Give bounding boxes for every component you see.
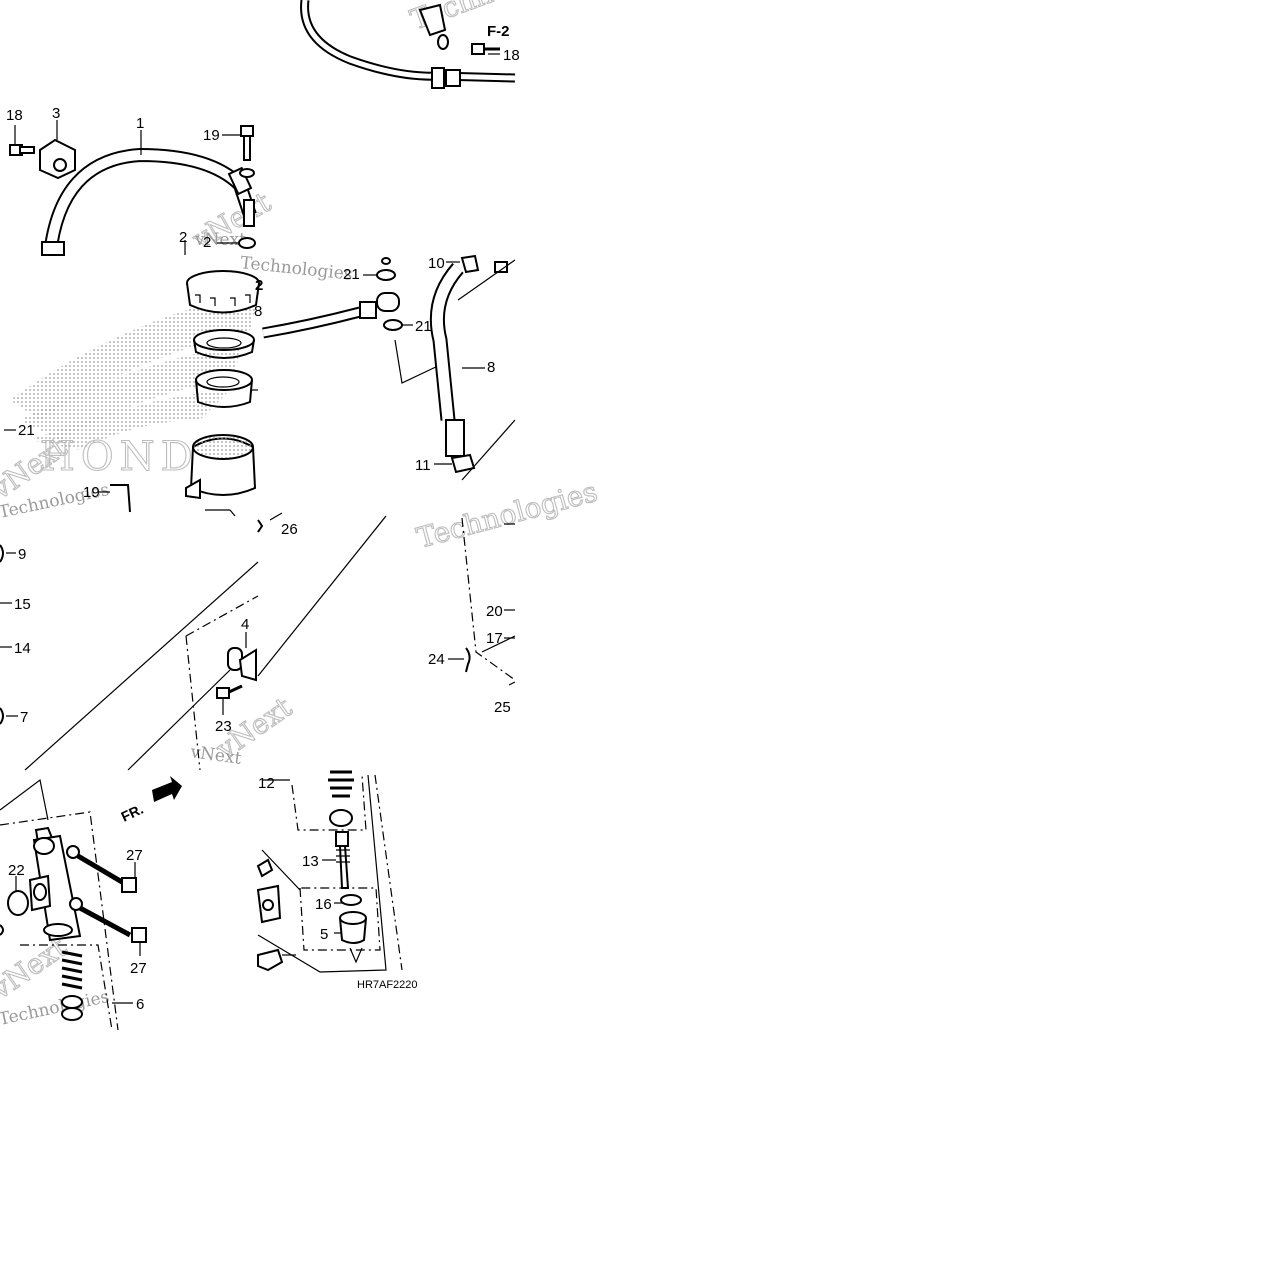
return-spring (61, 950, 83, 990)
reservoir-assembly: 2 8 21 21 10 8 11 (4, 254, 516, 517)
callout-19-left: 19 (83, 484, 100, 501)
callout-19-top: 19 (203, 127, 220, 144)
callout-16: 16 (315, 896, 332, 913)
callout-11: 11 (415, 457, 431, 474)
callout-25: 25 (494, 699, 511, 716)
callout-3: 3 (52, 105, 60, 122)
master-cylinder-assembly: 22 27 27 6 FR. (0, 776, 182, 1031)
callout-27-upper: 27 (126, 847, 143, 864)
callout-13: 13 (302, 853, 319, 870)
callout-2-top: 2 (179, 229, 187, 246)
watermark-technologies-2: Technologies (413, 475, 601, 555)
callout-7: 7 (20, 709, 28, 726)
front-arrow: FR. (119, 776, 182, 825)
callout-24: 24 (428, 651, 445, 668)
callout-27-lower: 27 (130, 960, 147, 977)
watermark-vnext-2: vNext (194, 230, 246, 250)
callout-4: 4 (241, 616, 249, 633)
callout-17: 17 (486, 630, 503, 647)
push-rod-assembly: 12 13 16 5 HR7AF2220 (256, 770, 418, 991)
bolt-19-top: 19 2 2 (179, 125, 256, 255)
callout-8-hose: 8 (487, 359, 495, 376)
vnext-watermarks: Technologies Technologies vNext vNext Te… (0, 0, 601, 1030)
front-arrow-label: FR. (119, 801, 146, 825)
callout-21-lower: 21 (415, 318, 432, 335)
callout-22: 22 (8, 862, 25, 879)
callout-20: 20 (486, 603, 503, 620)
left-seal-parts: 9 15 14 7 (0, 544, 31, 726)
callout-6: 6 (136, 996, 144, 1013)
callout-23: 23 (215, 718, 232, 735)
callout-8-plate: 8 (254, 303, 262, 320)
callout-9: 9 (18, 546, 26, 563)
callout-1: 1 (136, 115, 144, 132)
callout-2-cap: 2 (255, 277, 263, 294)
callout-2-washer: 2 (203, 234, 211, 251)
callout-5: 5 (320, 926, 328, 943)
bracket-3: 3 18 (6, 105, 76, 180)
callout-15: 15 (14, 596, 31, 613)
callout-18: 18 (6, 107, 23, 124)
drawing-code: HR7AF2220 (357, 979, 418, 991)
callout-10: 10 (428, 255, 445, 272)
upper-hose-assembly: F-2 18 (300, 0, 520, 89)
elbow-joint-assembly: 4 23 26 (24, 512, 387, 771)
section-ref-label: F-2 (487, 23, 510, 40)
callout-21-upper: 21 (343, 266, 360, 283)
callout-12: 12 (258, 775, 275, 792)
callout-14: 14 (14, 640, 31, 657)
brake-hose-1: 1 (41, 115, 257, 256)
dust-boot (328, 770, 354, 798)
callout-21-left: 21 (18, 422, 35, 439)
callout-18-top: 18 (503, 47, 520, 64)
callout-26: 26 (281, 521, 298, 538)
pedal-pin-parts: 24 17 20 25 (428, 517, 516, 716)
